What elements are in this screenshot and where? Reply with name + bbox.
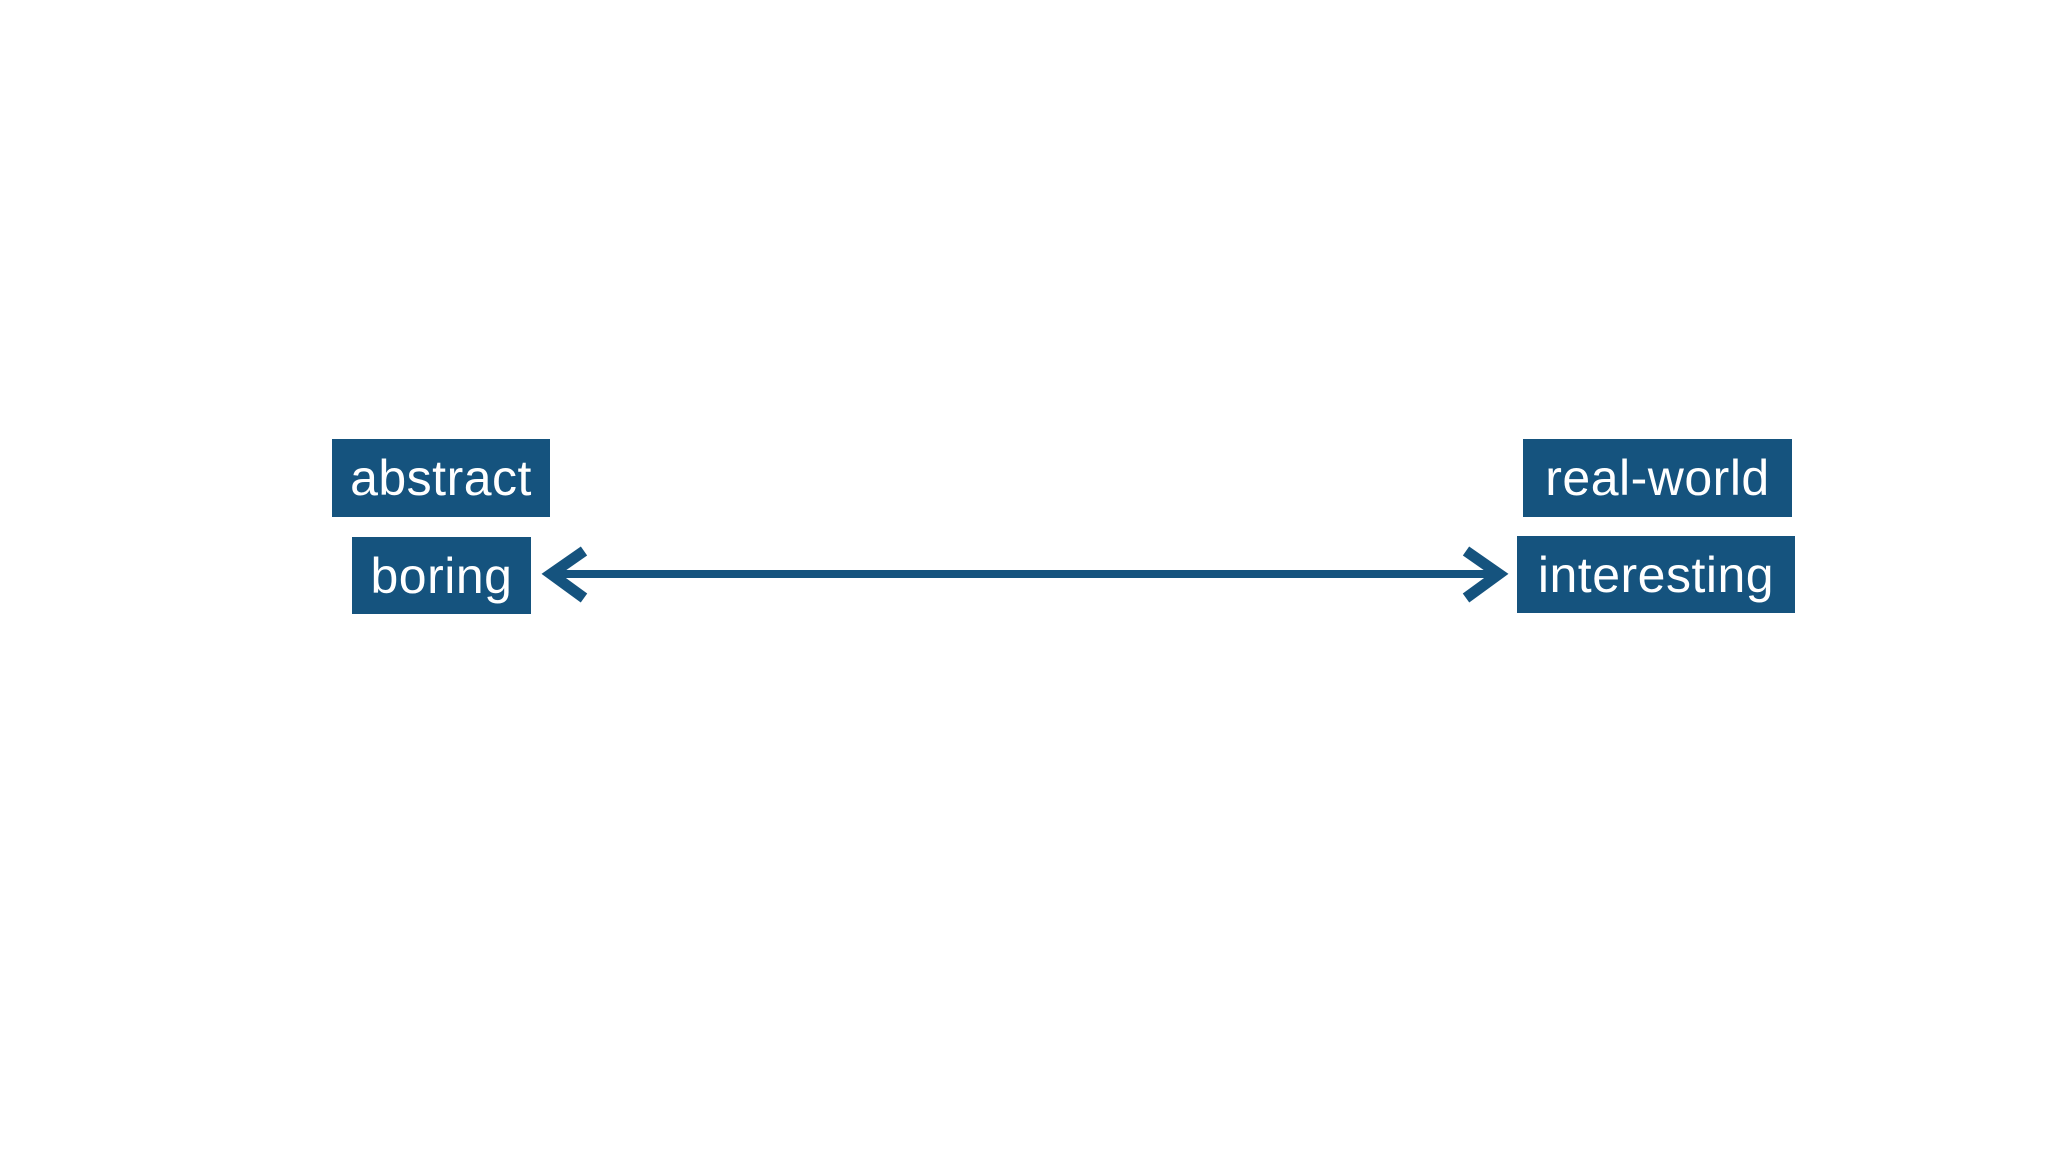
label-boring: boring — [352, 537, 531, 614]
label-real-world: real-world — [1523, 439, 1792, 517]
label-abstract: abstract — [332, 439, 550, 517]
label-interesting: interesting — [1517, 536, 1795, 613]
